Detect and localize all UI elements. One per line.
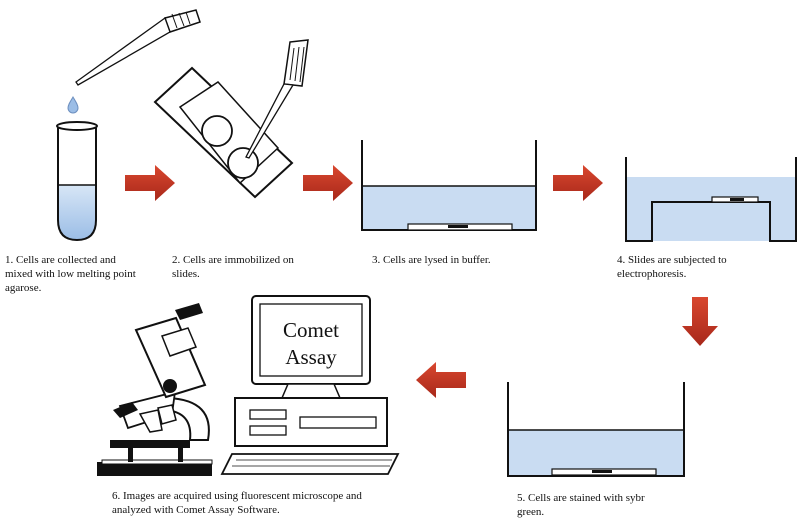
step2-caption: 2. Cells are immobilized on slides. (172, 254, 294, 280)
microscope-icon (97, 303, 213, 476)
computer-icon (220, 295, 400, 475)
arrow-left-icon (416, 362, 466, 398)
arrow-right-1-icon (125, 165, 175, 201)
step1-caption: 1. Cells are collected and mixed with lo… (5, 254, 136, 294)
slide-icon (153, 66, 294, 199)
monitor-line2: Assay (285, 345, 337, 369)
lysis-tank-icon (361, 140, 537, 231)
step2-pipette-icon (245, 39, 309, 159)
monitor-line1: Comet (283, 318, 339, 342)
step5-caption: 5. Cells are stained with sybr green. (517, 492, 645, 518)
step4-caption: 4. Slides are subjected to electrophores… (617, 254, 727, 280)
arrow-right-2-icon (303, 165, 353, 201)
step6-caption: 6. Images are acquired using fluorescent… (112, 490, 362, 516)
test-tube-icon (56, 121, 98, 242)
arrow-right-3-icon (553, 165, 603, 201)
staining-tank-icon (507, 382, 685, 477)
step1-pipette-icon (75, 9, 201, 86)
step3-caption: 3. Cells are lysed in buffer. (372, 254, 491, 266)
electrophoresis-tank-icon (625, 157, 797, 242)
drop-icon (67, 96, 79, 114)
arrow-down-icon (682, 297, 718, 346)
